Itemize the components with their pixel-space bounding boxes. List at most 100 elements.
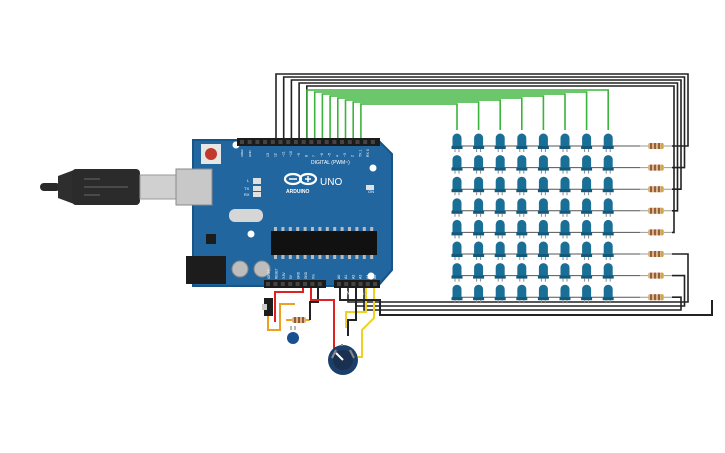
- header-socket[interactable]: [288, 282, 293, 286]
- led[interactable]: [494, 263, 506, 282]
- led[interactable]: [516, 133, 528, 153]
- led[interactable]: [537, 241, 549, 261]
- header-socket[interactable]: [278, 140, 283, 144]
- led[interactable]: [537, 176, 549, 196]
- header-socket[interactable]: [365, 282, 370, 286]
- header-socket[interactable]: [301, 140, 306, 144]
- led[interactable]: [602, 284, 614, 304]
- header-socket[interactable]: [303, 282, 307, 286]
- header-socket[interactable]: [347, 140, 352, 144]
- led[interactable]: [559, 241, 571, 261]
- header-socket[interactable]: [324, 140, 329, 144]
- led[interactable]: [451, 133, 463, 153]
- led[interactable]: [581, 198, 593, 217]
- switch-knob[interactable]: [262, 304, 267, 310]
- led[interactable]: [516, 176, 528, 196]
- led[interactable]: [581, 133, 593, 153]
- header-socket[interactable]: [270, 140, 275, 144]
- led[interactable]: [494, 219, 506, 239]
- header-socket[interactable]: [273, 282, 278, 286]
- led[interactable]: [473, 155, 485, 174]
- led[interactable]: [602, 219, 614, 239]
- header-socket[interactable]: [310, 282, 315, 286]
- led[interactable]: [537, 133, 549, 153]
- header-socket[interactable]: [317, 282, 322, 286]
- led[interactable]: [451, 198, 463, 217]
- led[interactable]: [516, 219, 528, 239]
- led[interactable]: [537, 219, 549, 239]
- led[interactable]: [602, 198, 614, 217]
- header-socket[interactable]: [373, 282, 377, 286]
- header-socket[interactable]: [363, 140, 368, 144]
- led[interactable]: [559, 284, 571, 304]
- led[interactable]: [451, 263, 463, 282]
- header-socket[interactable]: [255, 140, 260, 144]
- led[interactable]: [516, 284, 528, 304]
- led[interactable]: [602, 133, 614, 153]
- led[interactable]: [537, 284, 549, 304]
- led[interactable]: [494, 155, 506, 174]
- led[interactable]: [559, 198, 571, 217]
- led[interactable]: [581, 284, 593, 304]
- header-socket[interactable]: [295, 282, 300, 286]
- header-socket[interactable]: [332, 140, 337, 144]
- led[interactable]: [473, 241, 485, 261]
- slide-switch[interactable]: [262, 298, 273, 316]
- led[interactable]: [602, 176, 614, 196]
- led[interactable]: [559, 133, 571, 153]
- led[interactable]: [473, 133, 485, 153]
- header-socket[interactable]: [293, 140, 298, 144]
- led[interactable]: [516, 155, 528, 174]
- led[interactable]: [451, 241, 463, 261]
- led[interactable]: [451, 155, 463, 174]
- header-socket[interactable]: [317, 140, 321, 144]
- led[interactable]: [451, 176, 463, 196]
- header-socket[interactable]: [344, 282, 349, 286]
- led[interactable]: [494, 198, 506, 217]
- header-socket[interactable]: [280, 282, 285, 286]
- led[interactable]: [451, 219, 463, 239]
- usb-cable[interactable]: [40, 169, 177, 205]
- led[interactable]: [559, 263, 571, 282]
- header-socket[interactable]: [355, 140, 360, 144]
- header-socket[interactable]: [263, 140, 268, 144]
- header-socket[interactable]: [337, 282, 341, 286]
- led[interactable]: [581, 263, 593, 282]
- led[interactable]: [473, 263, 485, 282]
- led[interactable]: [602, 155, 614, 174]
- led[interactable]: [559, 219, 571, 239]
- led[interactable]: [581, 241, 593, 261]
- led[interactable]: [473, 219, 485, 239]
- led[interactable]: [494, 176, 506, 196]
- led[interactable]: [581, 219, 593, 239]
- potentiometer[interactable]: [328, 344, 358, 375]
- led[interactable]: [602, 241, 614, 261]
- header-socket[interactable]: [358, 282, 363, 286]
- header-socket[interactable]: [370, 140, 375, 144]
- led[interactable]: [559, 176, 571, 196]
- led[interactable]: [473, 198, 485, 217]
- led[interactable]: [494, 241, 506, 261]
- led[interactable]: [494, 133, 506, 153]
- led[interactable]: [473, 284, 485, 304]
- header-socket[interactable]: [340, 140, 345, 144]
- led[interactable]: [494, 284, 506, 304]
- led[interactable]: [537, 155, 549, 174]
- led[interactable]: [581, 155, 593, 174]
- led[interactable]: [537, 198, 549, 217]
- header-socket[interactable]: [240, 140, 244, 144]
- led[interactable]: [516, 198, 528, 217]
- led[interactable]: [581, 176, 593, 196]
- led[interactable]: [537, 263, 549, 282]
- led[interactable]: [602, 263, 614, 282]
- led[interactable]: [473, 176, 485, 196]
- reset-button[interactable]: [205, 148, 217, 160]
- header-socket[interactable]: [247, 140, 252, 144]
- header-socket[interactable]: [351, 282, 356, 286]
- led[interactable]: [516, 263, 528, 282]
- led[interactable]: [516, 241, 528, 261]
- led[interactable]: [559, 155, 571, 174]
- header-socket[interactable]: [286, 140, 291, 144]
- header-socket[interactable]: [309, 140, 314, 144]
